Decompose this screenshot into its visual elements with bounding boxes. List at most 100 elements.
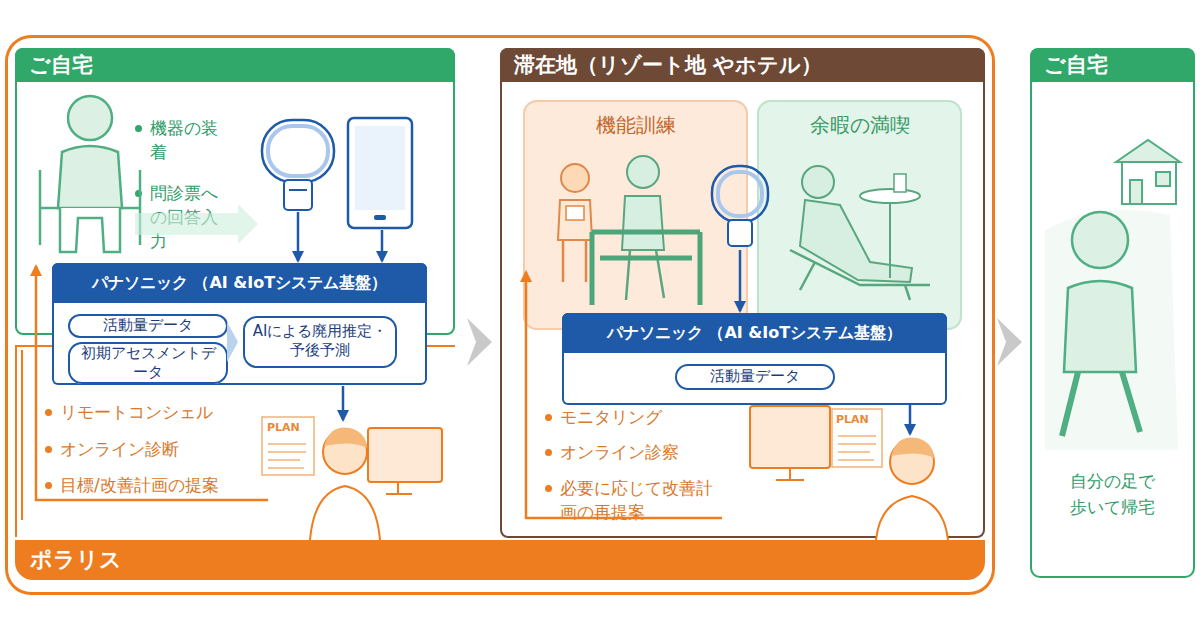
wheelchair-frame bbox=[40, 170, 140, 245]
monitor bbox=[750, 406, 830, 480]
bullet-text: 機器の装着 bbox=[150, 116, 232, 164]
doctor-hair bbox=[891, 437, 934, 458]
bullet-dot bbox=[135, 190, 142, 197]
document-sheet bbox=[262, 417, 314, 475]
process-chevron bbox=[227, 322, 238, 362]
document-lines bbox=[838, 436, 876, 460]
tablet-body bbox=[348, 118, 412, 228]
stay-panel: 滞在地（リゾート地 やホテル） モニタリングオンライン診察必要に応じて改善計画の再… bbox=[500, 48, 985, 538]
doctor-body bbox=[876, 496, 948, 540]
data-arrow bbox=[342, 386, 345, 420]
bullet-text: モニタリング bbox=[560, 405, 820, 429]
frame-line bbox=[21, 350, 23, 520]
band-clasp bbox=[284, 180, 312, 210]
house-door bbox=[1130, 180, 1142, 204]
plan-document bbox=[832, 409, 882, 467]
house-icon bbox=[1116, 140, 1180, 204]
data-arrow bbox=[381, 230, 384, 261]
person-body bbox=[1064, 281, 1136, 372]
person-head bbox=[68, 96, 112, 140]
band-strap bbox=[262, 120, 334, 182]
band-inner bbox=[268, 126, 328, 176]
house-wall bbox=[1122, 162, 1176, 204]
process-pill: AIによる廃用推定・予後予測 bbox=[243, 316, 397, 368]
system-title: パナソニック （AI &IoTシステム基盤） bbox=[562, 322, 947, 344]
walking-person bbox=[1062, 212, 1140, 436]
bullet-text: リモートコンシェル bbox=[60, 400, 270, 424]
data-pill: 活動量データ bbox=[675, 364, 835, 390]
band-inner bbox=[718, 172, 762, 216]
bullet-dot bbox=[45, 446, 52, 453]
monitor-screen bbox=[368, 428, 442, 482]
pill-text: AIによる廃用推定・予後予測 bbox=[251, 322, 389, 360]
input-arrow bbox=[135, 204, 258, 244]
activity-box: 余暇の満喫 bbox=[757, 100, 962, 330]
data-arrow bbox=[739, 250, 742, 311]
tablet-device bbox=[348, 118, 412, 228]
person-legs bbox=[1062, 372, 1140, 436]
data-pill: 初期アセスメントデータ bbox=[68, 342, 228, 384]
flow-chevron bbox=[467, 318, 492, 366]
patient-body bbox=[622, 196, 664, 250]
data-arrow bbox=[909, 405, 912, 434]
system-title: パナソニック （AI &IoTシステム基盤） bbox=[52, 272, 427, 294]
bullet-dot bbox=[545, 414, 552, 421]
panel-title: ご自宅 bbox=[1044, 52, 1184, 78]
band-clasp bbox=[728, 220, 752, 246]
parallel-bars bbox=[592, 232, 700, 305]
feedback-line bbox=[36, 266, 268, 500]
wheelchair-person bbox=[40, 96, 140, 252]
bullet-text: オンライン診察 bbox=[560, 440, 820, 464]
bullet-dot bbox=[45, 482, 52, 489]
pill-text: 初期アセスメントデータ bbox=[78, 344, 218, 382]
training-scene bbox=[558, 156, 700, 305]
document-sheet bbox=[832, 409, 882, 467]
panel-title: 滞在地（リゾート地 やホテル） bbox=[514, 52, 974, 78]
bullet-text: 必要に応じて改善計画の再提案 bbox=[560, 476, 725, 524]
patient-legs bbox=[626, 250, 664, 300]
doctor-body bbox=[310, 486, 380, 540]
monitor-stand bbox=[386, 482, 412, 494]
leisure-scene bbox=[790, 166, 930, 300]
house-roof bbox=[1116, 140, 1180, 162]
polaris-band bbox=[15, 540, 985, 580]
table-stem bbox=[889, 203, 891, 278]
therapist-body bbox=[558, 200, 592, 240]
doctor-person bbox=[876, 437, 948, 540]
home-panel: ご自宅自分の足で 歩いて帰宅 bbox=[1030, 48, 1195, 578]
bullet-text: 問診票への回答入力 bbox=[150, 181, 232, 253]
doctor-head bbox=[323, 430, 367, 474]
polaris-frame: ポラリス ご自宅機器の装着問診票への回答入力パナソニック （AI &IoTシステム… bbox=[5, 35, 995, 595]
bullet-dot bbox=[545, 449, 552, 456]
bullet-dot bbox=[45, 409, 52, 416]
wristband-device bbox=[712, 166, 768, 246]
band-strap bbox=[712, 166, 768, 222]
activity-title: 機能訓練 bbox=[523, 112, 748, 138]
pill-text: 活動量データ bbox=[68, 316, 228, 335]
document-lines bbox=[268, 444, 306, 468]
panel-title: ご自宅 bbox=[29, 52, 329, 78]
lounge-chair bbox=[790, 250, 930, 300]
doctor-hair bbox=[324, 427, 367, 448]
activity-box: 機能訓練 bbox=[523, 100, 748, 330]
bullet-text: オンライン診断 bbox=[60, 437, 270, 461]
data-pill: 活動量データ bbox=[68, 314, 228, 338]
activity-title: 余暇の満喫 bbox=[757, 112, 962, 138]
flow-chevron bbox=[997, 318, 1022, 366]
system-box: パナソニック （AI &IoTシステム基盤） 活動量データ初期アセスメントデータ A… bbox=[52, 263, 427, 385]
house-window bbox=[1156, 172, 1170, 186]
pill-text: 活動量データ bbox=[675, 367, 835, 386]
person-head bbox=[802, 166, 834, 198]
wristband-device bbox=[262, 120, 334, 210]
data-arrow bbox=[297, 212, 300, 261]
band-title: ポラリス bbox=[30, 545, 250, 575]
monitor-stand bbox=[776, 468, 804, 480]
doctor-person bbox=[310, 427, 442, 540]
person-body bbox=[58, 146, 122, 208]
therapist-head bbox=[561, 164, 589, 192]
plan-document bbox=[262, 417, 314, 475]
system-box: パナソニック （AI &IoTシステム基盤） 活動量データ bbox=[562, 313, 947, 405]
person-legs bbox=[60, 208, 120, 252]
background-shape bbox=[1045, 210, 1178, 450]
